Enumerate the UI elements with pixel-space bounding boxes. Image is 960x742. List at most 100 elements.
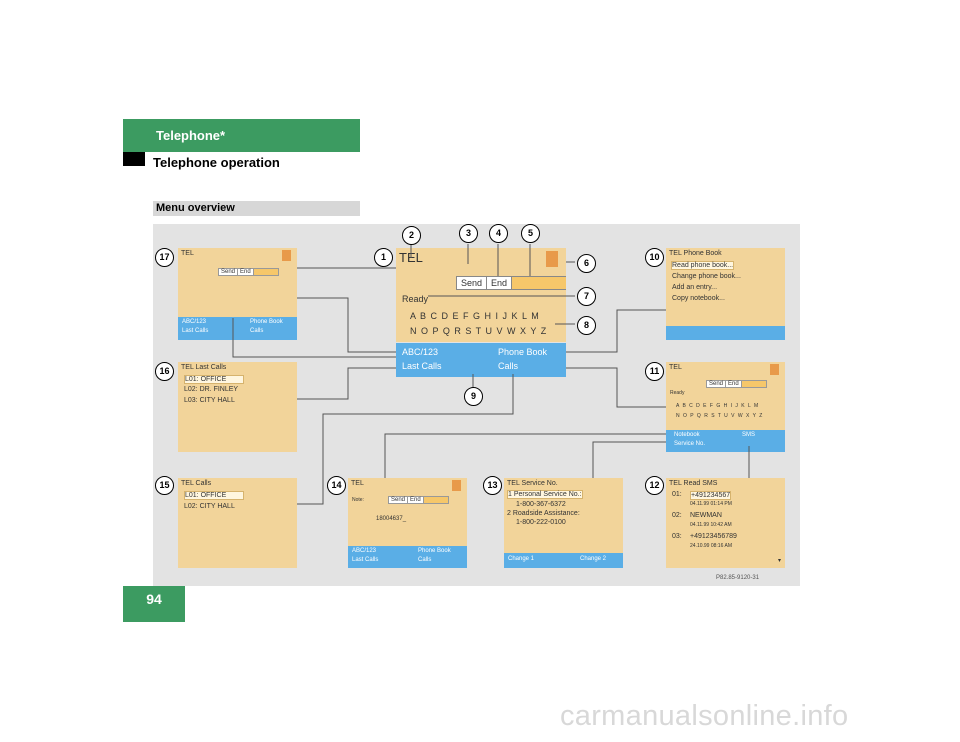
note-label: Note: — [352, 497, 364, 503]
send-button[interactable]: Send — [457, 277, 488, 289]
callout-6: 6 — [577, 254, 596, 273]
softkey-left-bottom[interactable]: Service No. — [674, 441, 706, 447]
end-button[interactable]: End — [238, 269, 254, 275]
sms-sender[interactable]: +49123456789 — [690, 533, 737, 540]
menu-item[interactable]: Add an entry... — [672, 284, 718, 291]
screen-10: TEL Phone Book Read phone book... Change… — [666, 248, 785, 340]
menu-overview-bar — [153, 201, 360, 216]
softkey-bar — [666, 326, 785, 340]
blank-field — [512, 277, 566, 289]
softkey-left-bottom[interactable]: Last Calls — [182, 328, 209, 334]
page-number-bar — [123, 586, 185, 622]
callout-7: 7 — [577, 287, 596, 306]
screen-16: TEL Last Calls L01: OFFICE L02: DR. FINL… — [178, 362, 297, 452]
sms-id: 02: — [672, 512, 682, 519]
send-button[interactable]: Send — [389, 497, 409, 503]
screen-title: TEL — [669, 364, 682, 371]
send-end-box: Send End — [218, 268, 279, 276]
menu-item[interactable]: Change phone book... — [672, 273, 741, 280]
alphabet-row-1[interactable]: A B C D E F G H I J K L M — [410, 311, 540, 321]
end-button[interactable]: End — [487, 277, 513, 289]
callout-5: 5 — [521, 224, 540, 243]
connector-line — [566, 367, 666, 408]
sms-sender[interactable]: +491234567 — [690, 491, 732, 500]
callout-16: 16 — [155, 362, 174, 381]
connector-line — [297, 374, 514, 505]
sms-date: 04.11.99 01:14 PM — [690, 501, 732, 507]
end-button[interactable]: End — [408, 497, 424, 503]
main-screen: TEL Send End Ready A B C D E F G H I J K… — [396, 248, 566, 342]
list-item[interactable]: L02: CITY HALL — [184, 503, 235, 510]
alphabet-row-1[interactable]: A B C D E F G H I J K L M — [676, 403, 760, 409]
softkey-right-bottom[interactable]: Calls — [498, 361, 519, 371]
softkey-right-bottom[interactable]: Calls — [418, 557, 432, 563]
softkey-left-bottom[interactable]: Last Calls — [402, 361, 442, 371]
softkey-left-top[interactable]: ABC/123 — [352, 548, 377, 554]
softkey-right-top[interactable]: Phone Book — [418, 548, 451, 554]
screen-13: TEL Service No. 1 Personal Service No.: … — [504, 478, 623, 568]
connector-line — [592, 441, 666, 478]
list-item[interactable]: L02: DR. FINLEY — [184, 386, 239, 393]
list-item[interactable]: L01: OFFICE — [184, 491, 244, 500]
dialed-number[interactable]: 18004637_ — [376, 516, 407, 522]
signal-icon — [546, 251, 558, 267]
send-button[interactable]: Send — [219, 269, 239, 275]
softkey-bar: Change 1 Change 2 — [504, 553, 623, 568]
softkey-left[interactable]: Change 1 — [508, 556, 535, 562]
sms-id: 03: — [672, 533, 682, 540]
scroll-down-icon[interactable]: ▾ — [777, 558, 781, 564]
callout-9: 9 — [464, 387, 483, 406]
status-text: Ready — [670, 390, 685, 396]
menu-item[interactable]: Read phone book... — [671, 261, 735, 270]
list-item[interactable]: L03: CITY HALL — [184, 397, 235, 404]
signal-icon — [452, 480, 461, 491]
section-header-bar — [123, 119, 360, 152]
menu-overview-label: Menu overview — [156, 202, 235, 214]
screen-title: TEL Read SMS — [669, 480, 718, 487]
softkey-right-top[interactable]: Phone Book — [498, 347, 548, 357]
connector-line — [232, 318, 396, 358]
end-button[interactable]: End — [726, 381, 742, 387]
signal-icon — [282, 250, 291, 261]
screen-12: TEL Read SMS 01: +491234567 04.11.99 01:… — [666, 478, 785, 568]
send-end-box: Send End — [706, 380, 767, 388]
menu-item[interactable]: Copy notebook... — [672, 295, 725, 302]
screen-title: TEL Phone Book — [669, 250, 722, 257]
softkey-right[interactable]: Change 2 — [580, 556, 607, 562]
callout-12: 12 — [645, 476, 664, 495]
alphabet-row-2[interactable]: N O P Q R S T U V W X Y Z — [676, 413, 764, 419]
softkey-left-bottom[interactable]: Last Calls — [352, 557, 379, 563]
screen-14: TEL Note: Send End 18004637_ ABC/123 Las… — [348, 478, 467, 568]
connector-line — [566, 309, 666, 353]
send-button[interactable]: Send — [707, 381, 727, 387]
callout-2: 2 — [402, 226, 421, 245]
softkey-right-top[interactable]: SMS — [742, 432, 756, 438]
sms-date: 24.10.99 08:16 AM — [690, 543, 732, 549]
signal-icon — [770, 364, 779, 375]
service-line-3[interactable]: 2 Roadside Assistance: — [507, 510, 580, 517]
softkey-left-top[interactable]: ABC/123 — [182, 319, 207, 325]
callout-17: 17 — [155, 248, 174, 267]
status-text: Ready — [402, 294, 429, 304]
service-line-1[interactable]: 1 Personal Service No.: — [507, 490, 583, 499]
callout-15: 15 — [155, 476, 174, 495]
sms-sender[interactable]: NEWMAN — [690, 512, 722, 519]
service-line-4: 1-800-222-0100 — [516, 519, 566, 526]
connector-line — [297, 367, 396, 400]
softkey-right-bottom[interactable]: Calls — [250, 328, 264, 334]
screen-15: TEL Calls L01: OFFICE L02: CITY HALL — [178, 478, 297, 568]
subsection-marker — [123, 152, 145, 166]
softkey-right-top[interactable]: Phone Book — [250, 319, 283, 325]
screen-title: TEL Calls — [181, 480, 212, 487]
blank-field — [741, 381, 766, 387]
list-item[interactable]: L01: OFFICE — [184, 375, 244, 384]
alphabet-row-2[interactable]: N O P Q R S T U V W X Y Z — [410, 326, 548, 336]
blank-field — [423, 497, 448, 503]
softkey-left-top[interactable]: Notebook — [674, 432, 700, 438]
callout-14: 14 — [327, 476, 346, 495]
screen-title: TEL — [351, 480, 364, 487]
connector-line — [297, 297, 396, 353]
subsection-title: Telephone operation — [153, 155, 280, 170]
callout-11: 11 — [645, 362, 664, 381]
softkey-left-top[interactable]: ABC/123 — [402, 347, 439, 357]
